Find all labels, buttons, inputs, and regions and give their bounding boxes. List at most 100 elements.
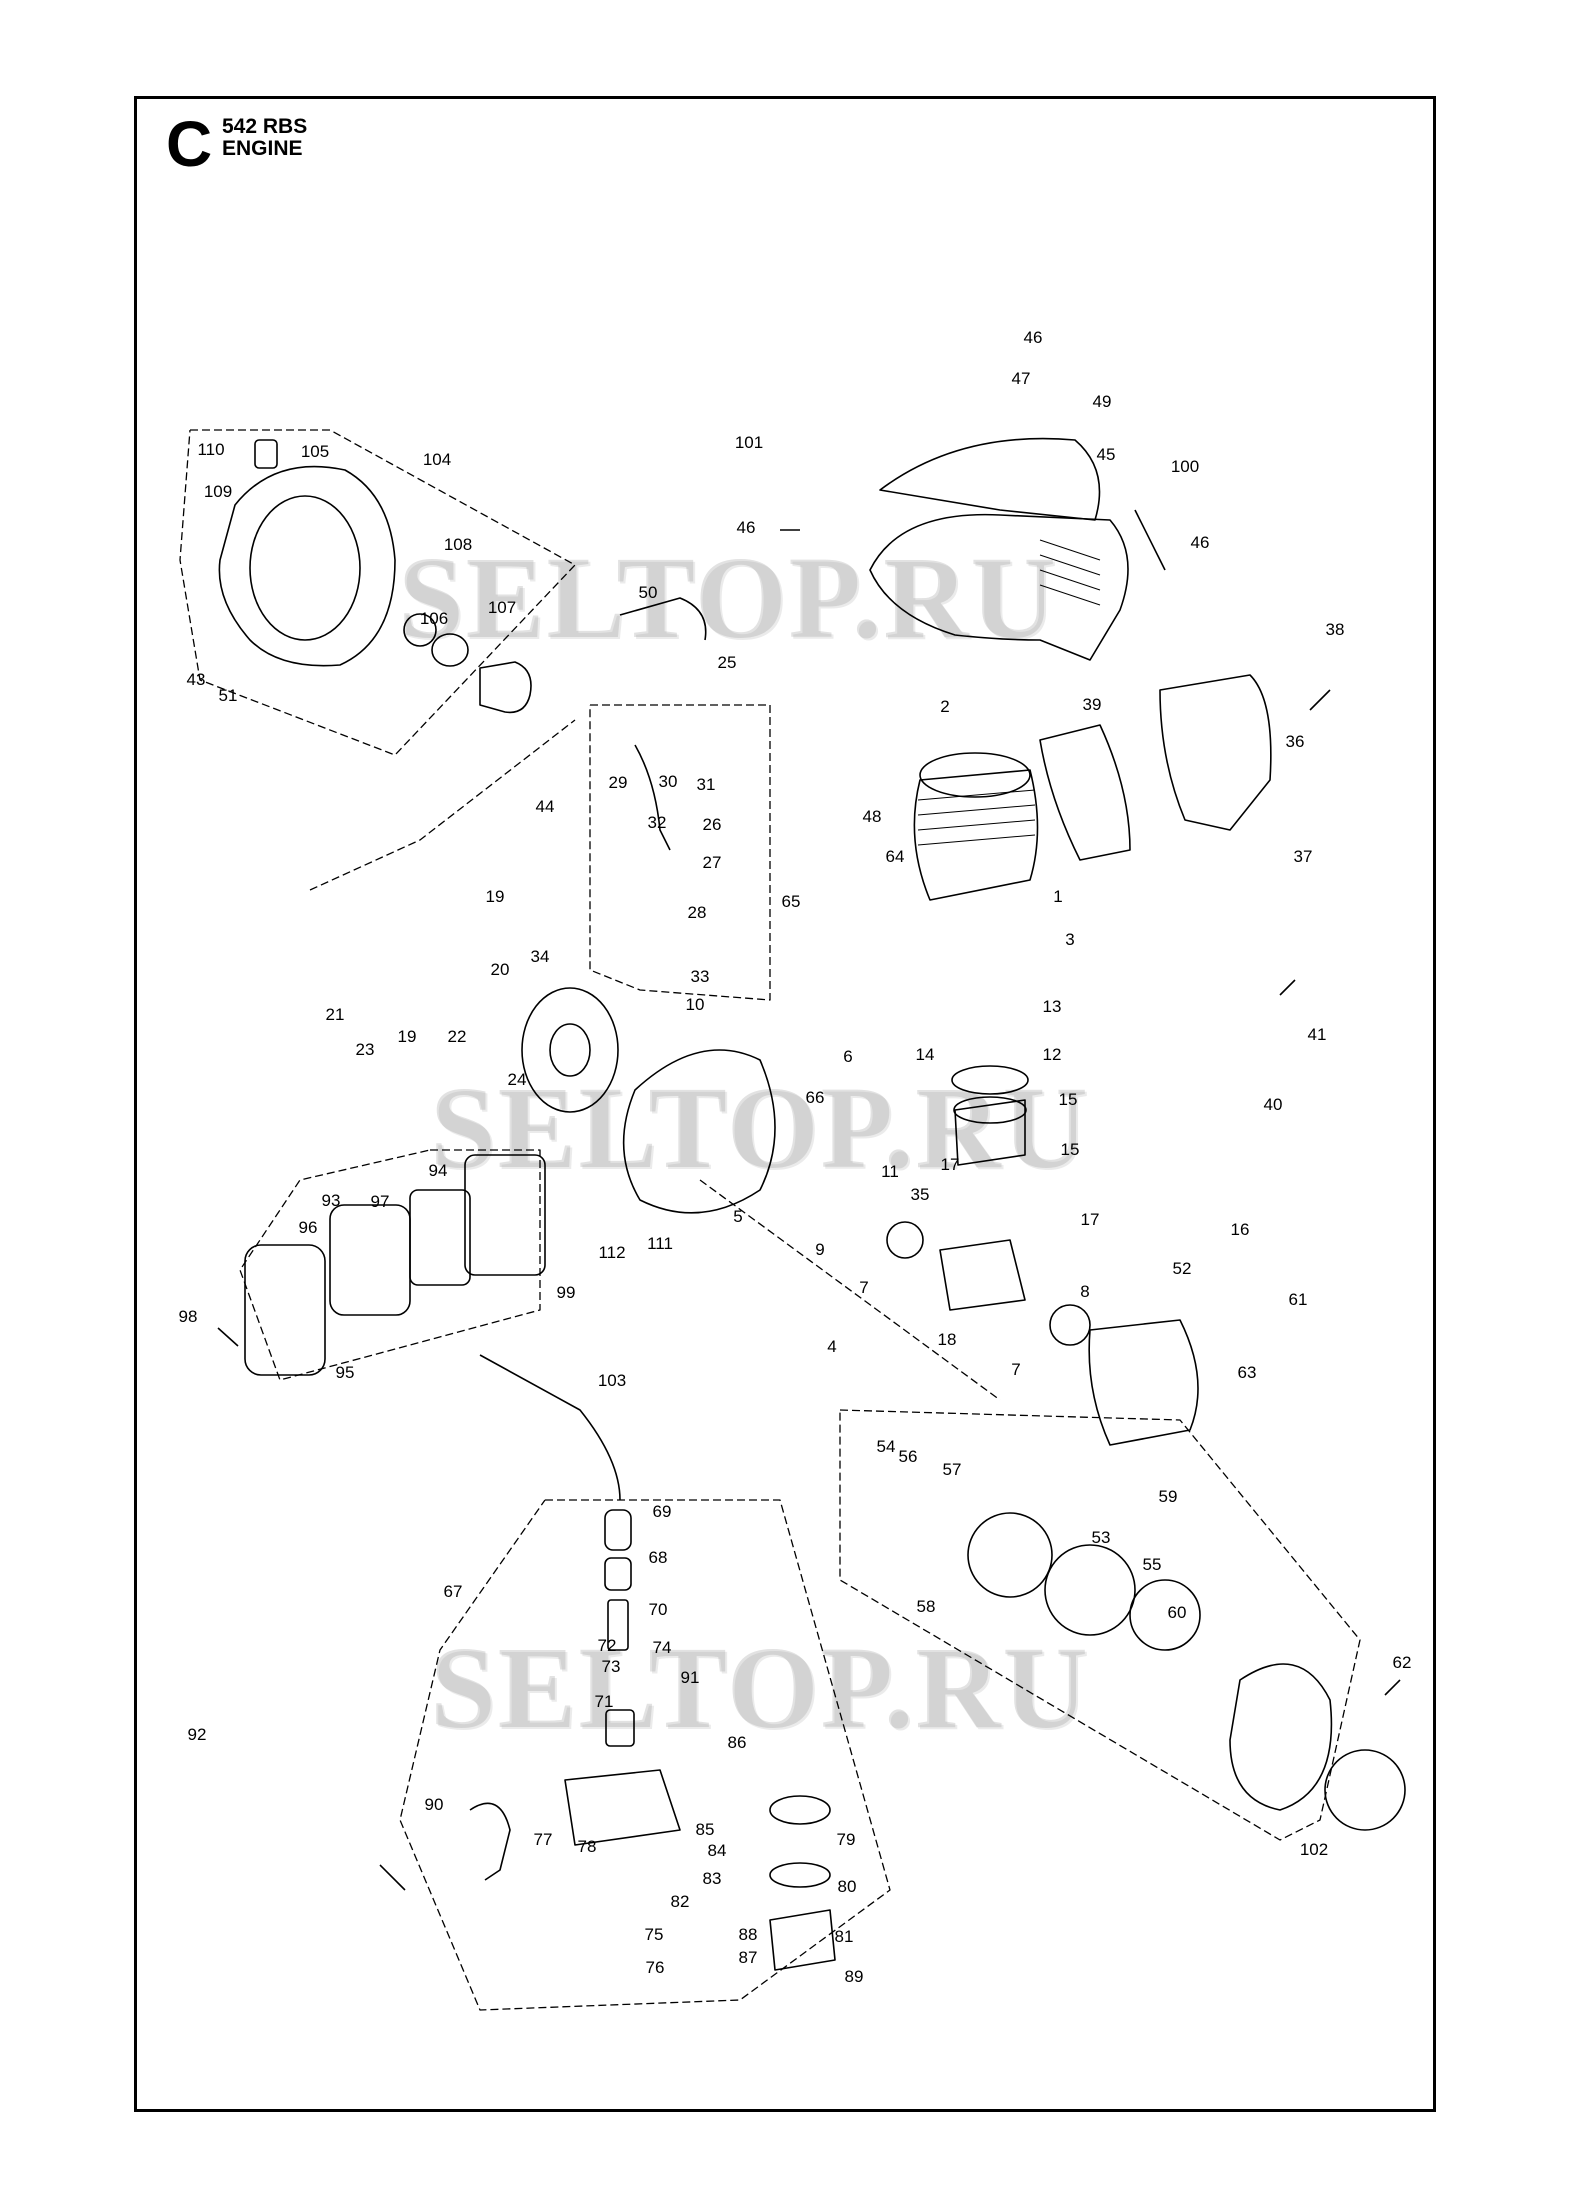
assembly-title: ENGINE [222,137,303,161]
part-callout-23: 23 [356,1040,375,1059]
callout-layer: 1234567789101112131415151617171819192021… [179,328,1412,1986]
part-callout-14: 14 [916,1045,935,1064]
watermark: SELTOP.RU [398,532,1058,663]
part-callout-10: 10 [686,995,705,1014]
part-callout-58: 58 [917,1597,936,1616]
part-callout-66: 66 [806,1088,825,1107]
part-callout-13: 13 [1043,997,1062,1016]
part-callout-34: 34 [531,947,550,966]
part-callout-54: 54 [877,1437,896,1456]
part-callout-108: 108 [444,535,472,554]
part-callout-95: 95 [336,1363,355,1382]
part-callout-99: 99 [557,1283,576,1302]
part-callout-60: 60 [1168,1603,1187,1622]
part-callout-89: 89 [845,1967,864,1986]
part-callout-19: 19 [486,887,505,906]
part-callout-105: 105 [301,442,329,461]
part-callout-79: 79 [837,1830,856,1849]
part-callout-6: 6 [843,1047,852,1066]
part-callout-67: 67 [444,1582,463,1601]
part-callout-48: 48 [863,807,882,826]
part-callout-63: 63 [1238,1363,1257,1382]
part-callout-56: 56 [899,1447,918,1466]
part-callout-78: 78 [578,1837,597,1856]
part-callout-40: 40 [1264,1095,1283,1114]
watermark: SELTOP.RU [430,1622,1090,1753]
part-callout-25: 25 [718,653,737,672]
part-callout-15: 15 [1061,1140,1080,1159]
part-callout-27: 27 [703,853,722,872]
part-callout-18: 18 [938,1330,957,1349]
part-callout-75: 75 [645,1925,664,1944]
part-callout-30: 30 [659,772,678,791]
part-callout-62: 62 [1393,1653,1412,1672]
part-callout-103: 103 [598,1371,626,1390]
part-callout-51: 51 [219,686,238,705]
part-callout-44: 44 [536,797,555,816]
part-callout-111: 111 [647,1234,673,1253]
part-callout-52: 52 [1173,1259,1192,1278]
part-callout-71: 71 [595,1692,614,1711]
part-callout-112: 112 [598,1243,625,1262]
part-callout-31: 31 [697,775,716,794]
part-callout-102: 102 [1300,1840,1328,1859]
part-callout-100: 100 [1171,457,1199,476]
part-callout-59: 59 [1159,1487,1178,1506]
part-callout-21: 21 [326,1005,345,1024]
part-callout-45: 45 [1097,445,1116,464]
part-callout-35: 35 [911,1185,930,1204]
part-callout-33: 33 [691,967,710,986]
part-callout-5: 5 [733,1207,742,1226]
part-callout-46: 46 [1191,533,1210,552]
part-callout-98: 98 [179,1307,198,1326]
part-callout-101: 101 [735,433,763,452]
part-callout-74: 74 [653,1638,672,1657]
part-callout-81: 81 [835,1927,854,1946]
part-callout-41: 41 [1308,1025,1327,1044]
part-callout-109: 109 [204,482,232,501]
part-callout-12: 12 [1043,1045,1062,1064]
part-callout-55: 55 [1143,1555,1162,1574]
part-callout-90: 90 [425,1795,444,1814]
part-callout-64: 64 [886,847,905,866]
part-callout-2: 2 [940,697,949,716]
part-callout-107: 107 [488,598,516,617]
part-callout-83: 83 [703,1869,722,1888]
part-callout-91: 91 [681,1668,700,1687]
part-callout-16: 16 [1231,1220,1250,1239]
part-callout-7: 7 [1011,1360,1020,1379]
part-callout-106: 106 [420,609,448,628]
section-letter: C [166,108,213,180]
page-frame [134,96,1436,2112]
part-callout-104: 104 [423,450,451,469]
part-callout-65: 65 [782,892,801,911]
part-callout-28: 28 [688,903,707,922]
watermark: SELTOP.RU [430,1062,1090,1193]
part-callout-70: 70 [649,1600,668,1619]
part-callout-88: 88 [739,1925,758,1944]
part-callout-80: 80 [838,1877,857,1896]
part-callout-49: 49 [1093,392,1112,411]
part-callout-72: 72 [598,1636,617,1655]
part-callout-46: 46 [737,518,756,537]
part-callout-20: 20 [491,960,510,979]
part-callout-68: 68 [649,1548,668,1567]
part-callout-61: 61 [1289,1290,1308,1309]
part-callout-7: 7 [859,1278,868,1297]
part-callout-57: 57 [943,1460,962,1479]
part-callout-87: 87 [739,1948,758,1967]
part-callout-1: 1 [1053,887,1062,906]
part-callout-15: 15 [1059,1090,1078,1109]
part-callout-93: 93 [322,1191,341,1210]
part-callout-8: 8 [1080,1282,1089,1301]
part-callout-82: 82 [671,1892,690,1911]
part-callout-94: 94 [429,1161,448,1180]
part-callout-92: 92 [188,1725,207,1744]
part-callout-53: 53 [1092,1528,1111,1547]
part-callout-29: 29 [609,773,628,792]
group-outlines [179,429,1361,2011]
part-callout-47: 47 [1012,369,1031,388]
part-callout-86: 86 [728,1733,747,1752]
part-callout-22: 22 [448,1027,467,1046]
